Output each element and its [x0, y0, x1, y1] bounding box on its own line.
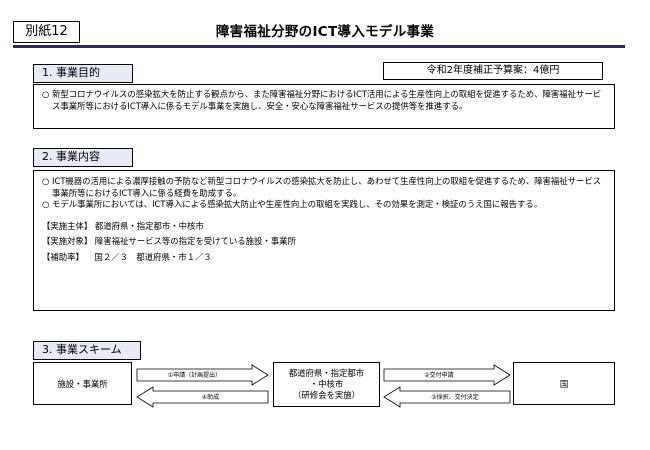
section-scheme-label: 3. 事業スキーム	[33, 341, 141, 360]
detail-value: 都道府県・指定都市・中核市	[94, 220, 204, 231]
detail-key: 【実施主体】	[42, 220, 93, 231]
section-content-label: 2. 事業内容	[33, 148, 133, 167]
budget-box: 令和2年度補正予算案：4億円	[383, 62, 603, 80]
detail-target: 【実施対象】 障害福祉サービス等の指定を受けている施設・事業所	[42, 236, 606, 248]
content-paragraph: ○ICT機器の活用による濃厚接触の予防など新型コロナウイルスの感染拡大を防止し、…	[42, 176, 606, 199]
arrow-right-icon	[136, 364, 269, 386]
section-purpose-label: 1. 事業目的	[33, 64, 133, 83]
node-prefecture-line: （研修会を実施）	[293, 390, 360, 400]
detail-value: 障害福祉サービス等の指定を受けている施設・事業所	[94, 236, 296, 246]
content-paragraph-text: ICT機器の活用による濃厚接触の予防など新型コロナウイルスの感染拡大を防止し、あ…	[52, 176, 602, 198]
purpose-text: 新型コロナウイルスの感染拡大を防止する観点から、また障害福祉分野におけるICT活…	[52, 89, 602, 111]
attachment-label: 別紙12	[13, 21, 80, 43]
document-title: 障害福祉分野のICT導入モデル事業	[215, 24, 435, 40]
title-divider	[13, 45, 625, 48]
bullet-circle-icon: ○	[42, 89, 50, 99]
arrow-left-icon	[383, 386, 511, 408]
bullet-circle-icon: ○	[42, 199, 50, 209]
bullet-circle-icon: ○	[42, 176, 50, 186]
detail-key: 【実施対象】	[42, 236, 93, 246]
content-paragraph: ○モデル事業所においては、ICT導入による感染拡大防止や生産性向上の取組を実践し…	[42, 199, 606, 211]
content-paragraph-text: モデル事業所においては、ICT導入による感染拡大防止や生産性向上の取組を実践し、…	[52, 199, 543, 209]
purpose-paragraph: ○新型コロナウイルスの感染拡大を防止する観点から、また障害福祉分野におけるICT…	[42, 89, 606, 112]
detail-key: 【補助率】	[42, 251, 84, 262]
detail-subsidy-rate: 【補助率】 国２／３ 都道府県・市１／３	[42, 252, 606, 264]
detail-list: 【実施主体】 都道府県・指定都市・中核市 【実施対象】 障害福祉サービス等の指定…	[42, 221, 606, 264]
node-facility: 施設・事業所	[33, 362, 132, 405]
node-prefecture-line: ・中核市	[309, 379, 344, 389]
node-country: 国	[513, 362, 615, 405]
arrow-right-icon	[383, 364, 511, 386]
arrow-left-icon	[136, 386, 269, 408]
arrow-label-apply: ①申請（計画提出）	[167, 372, 222, 379]
node-prefecture: 都道府県・指定都市 ・中核市 （研修会を実施）	[273, 362, 380, 407]
arrow-label-decision: ③採択、交付決定	[431, 394, 479, 401]
arrow-label-grant-apply: ②交付申請	[424, 372, 454, 379]
node-prefecture-line: 都道府県・指定都市	[288, 368, 365, 378]
section-content-box: ○ICT機器の活用による濃厚接触の予防など新型コロナウイルスの感染拡大を防止し、…	[33, 170, 615, 311]
detail-implementer: 【実施主体】 都道府県・指定都市・中核市	[42, 221, 606, 233]
section-purpose-box: ○新型コロナウイルスの感染拡大を防止する観点から、また障害福祉分野におけるICT…	[33, 84, 615, 129]
detail-value: 国２／３ 都道府県・市１／３	[94, 251, 212, 262]
arrow-label-subsidy: ④助成	[201, 394, 220, 401]
